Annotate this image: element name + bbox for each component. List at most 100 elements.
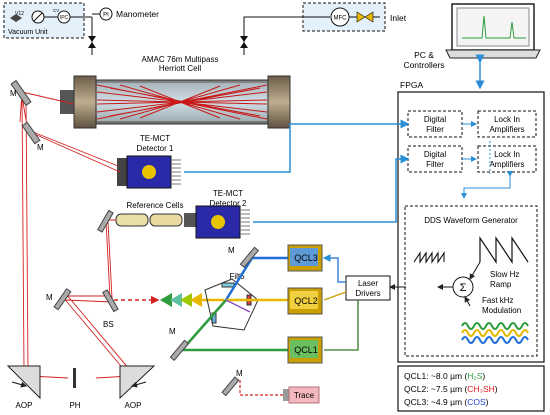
trace-laser-head	[283, 389, 289, 401]
aop-right-prism	[119, 365, 156, 400]
detector-2-element-icon	[211, 215, 225, 229]
inlet-label: Inlet	[390, 13, 407, 23]
pc-label-line1: PC &	[414, 50, 434, 60]
detector-1-pins	[171, 159, 181, 185]
sum-symbol: Σ	[460, 282, 467, 294]
digital-filter-1	[407, 110, 463, 138]
digital-filter-2-line2: Filter	[426, 160, 444, 169]
detector-1-line2: Detector 1	[137, 144, 174, 153]
aop-right: AOP	[119, 365, 156, 410]
aop-right-arrow-icon	[131, 381, 147, 388]
mfc-label: MFC	[334, 16, 348, 22]
filter-wheel-slot-1	[221, 282, 235, 288]
detector-1-element-icon	[142, 165, 156, 179]
beam-qcl3-diag	[224, 257, 254, 301]
lockin-2-line1: Lock In	[494, 150, 520, 159]
detector-2-lens	[184, 213, 196, 227]
trace-label: Trace	[294, 391, 315, 400]
slow-ramp-line2: Ramp	[490, 280, 512, 289]
fpga-block: FPGA Digital Filter Lock In Amplifiers D…	[397, 80, 545, 363]
detector-2-line1: TE-MCT	[213, 189, 243, 198]
aop-right-label: AOP	[125, 401, 142, 410]
mirror-qcl1	[169, 339, 190, 362]
qcl1-label: QCL1	[294, 345, 318, 355]
laser-drivers: Laser Drivers	[345, 275, 391, 301]
pinhole-plate	[73, 368, 76, 388]
trace-laser-body	[288, 386, 320, 404]
mirror-trace-label: M	[236, 369, 243, 378]
aop-left-label: AOP	[16, 401, 33, 410]
pc-computer: PC & Controllers	[403, 3, 541, 70]
mirror-m1-label: M	[10, 89, 17, 98]
lockin-dds-link	[461, 171, 513, 199]
dds-title: DDS Waveform Generator	[424, 216, 518, 225]
herriott-cell: AMAC 76m Multipass Herriott Cell	[60, 55, 291, 129]
laser-drivers-line2: Drivers	[355, 289, 380, 298]
beam-splitter	[102, 289, 119, 313]
beam-violet	[225, 299, 251, 313]
pinhole: PH	[69, 368, 81, 410]
fast-mod-line1: Fast kHz	[482, 296, 514, 305]
ramp-to-sum	[469, 261, 481, 280]
fast-wave-green	[461, 322, 529, 330]
detector-1-signal	[184, 119, 410, 173]
detector-2-line2: Detector 2	[210, 199, 247, 208]
legend-box	[397, 365, 545, 412]
driver-to-qcl3	[322, 254, 346, 283]
detector-2: TE-MCT Detector 2	[195, 189, 250, 239]
fast-to-sum	[464, 296, 471, 307]
cell-right-flange	[267, 75, 291, 129]
beam-arrow-lime	[180, 293, 192, 307]
reference-cell-a	[115, 213, 149, 227]
mirror-qcl3-label: M	[228, 246, 235, 255]
lockin-1-line2: Amplifiers	[489, 125, 524, 134]
vacuum-cv-label: CV	[53, 8, 59, 13]
vacuum-valve-label: V12	[15, 11, 24, 17]
vacuum-valve-icon	[10, 14, 22, 22]
filter-wheel-label: Filt5	[229, 272, 245, 281]
mirror-m1	[10, 79, 32, 107]
cell-left-flange	[73, 75, 97, 129]
beam-arrow-teal	[170, 293, 182, 307]
lockin-1-line1: Lock In	[494, 115, 520, 124]
mirror-qcl3	[239, 246, 260, 269]
laser-drivers-line1: Laser	[358, 279, 378, 288]
qcl-beams: Filt5 M M	[160, 246, 288, 362]
slow-ramp-line1: Slow Hz	[490, 270, 519, 279]
cell-title-line1: AMAC 76m Multipass	[142, 55, 219, 64]
qcl1-window	[290, 340, 318, 358]
fast-mod-line2: Modulation	[482, 306, 521, 315]
reference-cells: Reference Cells	[115, 201, 196, 227]
digital-filter-1-line1: Digital	[424, 115, 446, 124]
vacuum-shutoff-valve-icon	[88, 36, 96, 48]
detector-1-line1: TE-MCT	[140, 134, 170, 143]
vacuum-unit-title: Vacuum Unit	[8, 29, 48, 36]
beam-arrow-green	[160, 293, 172, 307]
qcl1-laser: QCL1	[287, 336, 323, 364]
aop-left: AOP	[6, 365, 41, 410]
pc-label-line2: Controllers	[403, 60, 444, 70]
qcl2-label: QCL2	[294, 296, 318, 306]
ipc-label: IPC	[60, 15, 69, 21]
pc-keyboard	[445, 49, 541, 59]
pc-screen	[456, 7, 530, 47]
inlet-valve-icon	[356, 11, 374, 23]
mirror-trace	[221, 376, 240, 397]
red-beam-path	[19, 91, 160, 379]
pc-screen-plot	[462, 15, 526, 39]
red-beam-lines	[19, 91, 131, 379]
reference-cell-b	[149, 213, 183, 227]
digital-filter-2	[407, 145, 463, 173]
manometer-symbol: PI	[103, 13, 109, 19]
reference-cells-label: Reference Cells	[127, 201, 184, 210]
inlet-line	[243, 16, 308, 55]
driver-to-qcl1	[324, 300, 359, 351]
legend-row-qcl1: QCL1: ~8.0 µm (H₂S)	[404, 371, 485, 381]
qcl3-window	[290, 248, 318, 266]
mirror-qcl1-label: M	[169, 327, 176, 336]
fast-wave-yellow	[461, 329, 529, 337]
slow-ramp-wave-icon	[479, 236, 529, 264]
aop-left-arrow-icon	[11, 381, 27, 388]
lockin-1	[477, 110, 537, 138]
